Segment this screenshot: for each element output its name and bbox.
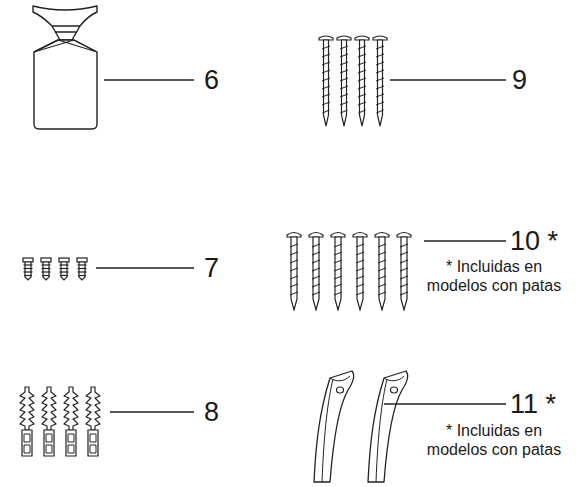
callout-number: 11 * [510,391,556,418]
leader-line [390,79,506,80]
leader-line [384,403,506,404]
leader-line [104,79,194,80]
callout-number: 8 [204,399,219,426]
wall-plugs [20,387,100,456]
leg-screws [287,233,411,311]
leader-line [96,267,194,268]
long-screws [319,36,387,126]
callout-number: 7 [204,255,219,282]
callout-number: 10 * [510,228,558,255]
short-screws [23,258,87,280]
footnote: * Incluidas en modelos con patas [416,257,572,295]
leader-line [424,240,506,241]
bracket-part [33,6,97,129]
callout-number: 9 [512,67,527,94]
footnote: * Incluidas en modelos con patas [416,421,572,459]
callout-number: 6 [204,67,219,94]
legs [314,371,408,482]
leader-line [110,411,194,412]
